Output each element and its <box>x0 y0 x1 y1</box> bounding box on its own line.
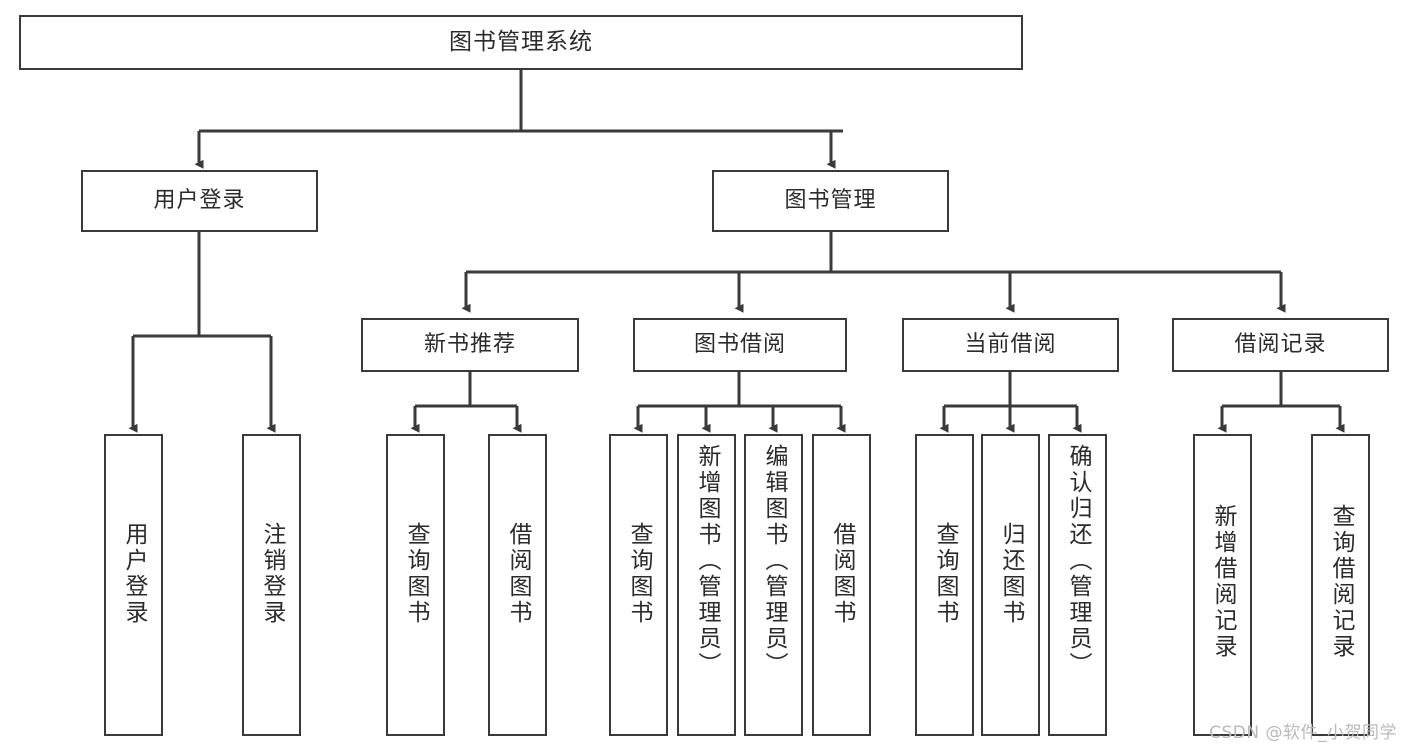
node-label: 借阅图书 <box>505 522 531 626</box>
leaf-confirm-return-admin[interactable]: 确认归还（管理员） <box>1048 434 1107 736</box>
node-label: 归还图书 <box>998 522 1024 626</box>
node-label: 查询借阅记录 <box>1328 504 1354 660</box>
node-label: 注销登录 <box>259 522 285 626</box>
leaf-add-book-admin[interactable]: 新增图书（管理员） <box>677 434 736 736</box>
leaf-logout[interactable]: 注销登录 <box>242 434 301 736</box>
leaf-borrow-book[interactable]: 借阅图书 <box>812 434 871 736</box>
leaf-query-borrow-record[interactable]: 查询借阅记录 <box>1311 434 1370 736</box>
node-label: 图书管理 <box>784 188 877 214</box>
node-label: 用户登录 <box>153 188 246 214</box>
leaf-user-login[interactable]: 用户登录 <box>104 434 163 736</box>
node-current-borrow[interactable]: 当前借阅 <box>902 318 1119 372</box>
node-label: 借阅图书 <box>829 522 855 626</box>
leaf-query-book-current[interactable]: 查询图书 <box>915 434 974 736</box>
leaf-borrow-book-new-rec[interactable]: 借阅图书 <box>488 434 547 736</box>
node-label: 图书管理系统 <box>449 28 593 55</box>
node-label: 确认归还（管理员） <box>1065 444 1091 678</box>
leaf-query-book-borrow[interactable]: 查询图书 <box>609 434 668 736</box>
node-book-borrow[interactable]: 图书借阅 <box>633 318 847 372</box>
node-label: 新书推荐 <box>423 332 516 358</box>
node-user-login[interactable]: 用户登录 <box>81 170 318 232</box>
node-label: 新增借阅记录 <box>1210 504 1236 660</box>
leaf-query-book-new-rec[interactable]: 查询图书 <box>386 434 445 736</box>
node-label: 查询图书 <box>626 522 652 626</box>
node-borrow-record[interactable]: 借阅记录 <box>1172 318 1389 372</box>
node-label: 新增图书（管理员） <box>694 444 720 678</box>
node-label: 图书借阅 <box>693 332 786 358</box>
leaf-return-book[interactable]: 归还图书 <box>981 434 1040 736</box>
leaf-edit-book-admin[interactable]: 编辑图书（管理员） <box>744 434 803 736</box>
node-book-management[interactable]: 图书管理 <box>712 170 949 232</box>
node-label: 查询图书 <box>932 522 958 626</box>
node-label: 编辑图书（管理员） <box>761 444 787 678</box>
node-label: 当前借阅 <box>964 332 1057 358</box>
node-root-book-management-system[interactable]: 图书管理系统 <box>19 15 1023 70</box>
node-label: 借阅记录 <box>1234 332 1327 358</box>
node-new-book-recommendation[interactable]: 新书推荐 <box>361 318 579 372</box>
leaf-add-borrow-record[interactable]: 新增借阅记录 <box>1193 434 1252 736</box>
node-label: 查询图书 <box>403 522 429 626</box>
csdn-watermark: CSDN @软件_小贺同学 <box>1209 723 1397 743</box>
node-label: 用户登录 <box>121 522 147 626</box>
